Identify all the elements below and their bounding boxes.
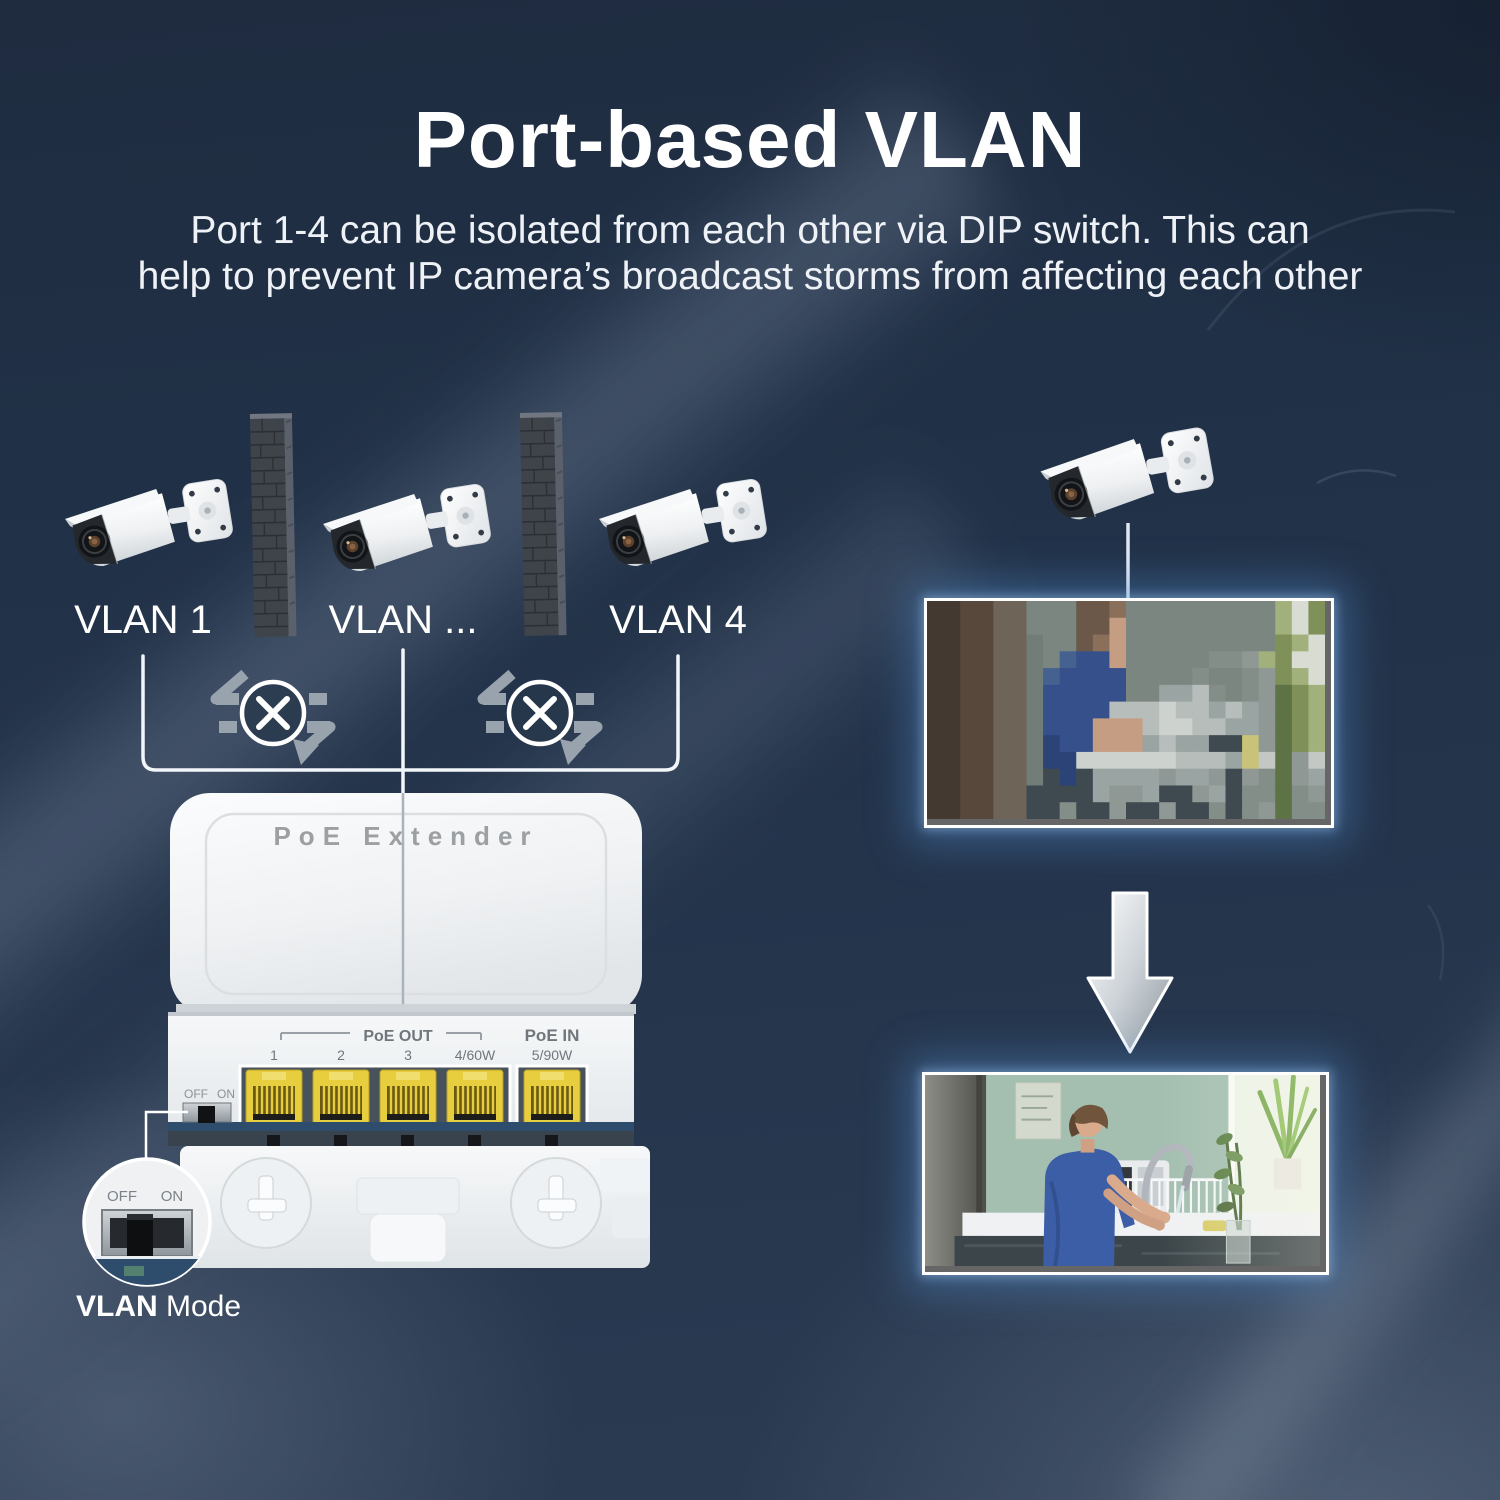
kitchen-scene [925,1075,1320,1266]
vlan1-label: VLAN 1 [74,598,212,642]
subtitle-line-1: Port 1-4 can be isolated from each other… [190,209,1310,252]
subtitle-line-2: help to prevent IP camera’s broadcast st… [137,255,1363,299]
poe-extender-device: PoE Extender PoE OUT PoE IN 1 2 3 4/60W … [168,793,650,1268]
ip-camera-vlan4 [595,477,770,572]
down-arrow-icon [1086,891,1174,1054]
ip-camera-vlan1 [61,477,236,572]
vlan-mode-bold: VLAN [76,1290,158,1323]
magnifier-off-label: OFF [107,1188,137,1205]
page-title: Port-based VLAN [413,95,1087,184]
port-2-label: 2 [337,1047,345,1063]
page-subtitle: Port 1-4 can be isolated from each other… [0,208,1500,300]
device-dip-on-label: ON [217,1087,235,1101]
ip-camera-vlan-middle [319,482,494,577]
pixelated-camera-image [924,598,1334,828]
vlan-bracket-lines [141,648,680,795]
no-traffic-icon [483,674,597,765]
device-model-label: PoE Extender [273,821,538,851]
ip-camera-right [1036,425,1218,526]
no-traffic-icon [216,674,330,765]
boy-washing-hands [1043,1104,1171,1266]
magnifier-on-label: ON [161,1188,184,1205]
port-4-label: 4/60W [455,1047,496,1063]
port-1-label: 1 [270,1047,278,1063]
rj45-ports [245,1068,582,1126]
clear-camera-image [922,1072,1329,1275]
texture-scratches [1206,208,1456,981]
vlan-middle-label: VLAN ... [328,598,478,642]
poe-in-label: PoE IN [525,1026,580,1045]
vlan-mode-caption: VLAN Mode [76,1290,241,1324]
poe-out-label: PoE OUT [363,1028,433,1045]
port-5-label: 5/90W [532,1047,573,1063]
port-3-label: 3 [404,1047,412,1063]
keyhole-mounts [220,1157,602,1249]
vlan4-label: VLAN 4 [609,598,747,642]
device-dip-off-label: OFF [184,1087,208,1101]
vlan-mode-rest: Mode [157,1290,242,1323]
